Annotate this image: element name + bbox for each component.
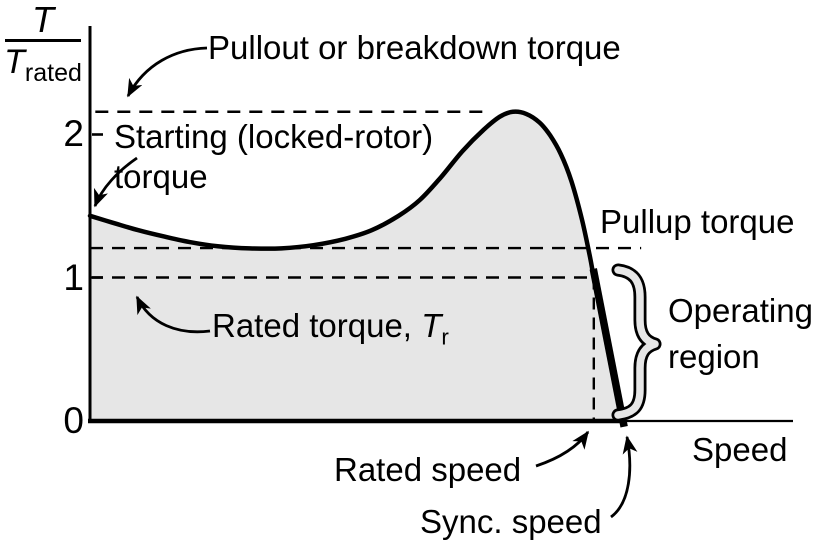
operating-region-label: Operating region	[668, 288, 813, 380]
pullup-torque-label: Pullup torque	[600, 203, 795, 240]
y-axis-label-denominator: Trated	[4, 43, 82, 87]
starting-torque-label-line2: torque	[114, 158, 208, 195]
rated-torque-label: Rated torque,Tr	[212, 307, 449, 350]
sync-speed-arrow	[610, 435, 638, 519]
starting-torque-label: Starting (locked-rotor) torque	[114, 117, 433, 197]
operating-region-label-line2: region	[668, 338, 760, 375]
y-tick-label: 2	[63, 113, 84, 154]
operating-region-segment	[589, 268, 628, 428]
fraction-bar	[5, 39, 81, 42]
starting-torque-label-line1: Starting (locked-rotor)	[114, 118, 434, 155]
operating-region-brace	[611, 263, 662, 422]
annotation-arrows	[93, 46, 638, 519]
chart-layer	[87, 109, 642, 428]
torque-curve-area	[90, 111, 622, 421]
rated-torque-arrow	[135, 295, 211, 334]
rated-speed-arrow	[535, 430, 590, 468]
rated-torque-symbol: T	[421, 307, 442, 344]
y-tick-label: 0	[63, 400, 84, 441]
x-axis-label: Speed	[692, 431, 788, 468]
sync-speed-label: Sync. speed	[420, 503, 602, 540]
brace-fill	[614, 266, 659, 419]
rated-speed-label: Rated speed	[334, 451, 522, 488]
y-axis-label-numerator: T	[32, 0, 54, 40]
operating-region-label-line1: Operating	[668, 292, 813, 329]
pullout-torque-arrow	[126, 46, 208, 98]
starting-torque-arrow	[93, 156, 138, 208]
y-tick-label: 1	[63, 256, 84, 298]
y-axis-label: T Trated	[3, 2, 83, 91]
torque-curve	[87, 109, 625, 424]
axes	[88, 26, 793, 424]
pullout-torque-label: Pullout or breakdown torque	[208, 29, 621, 66]
